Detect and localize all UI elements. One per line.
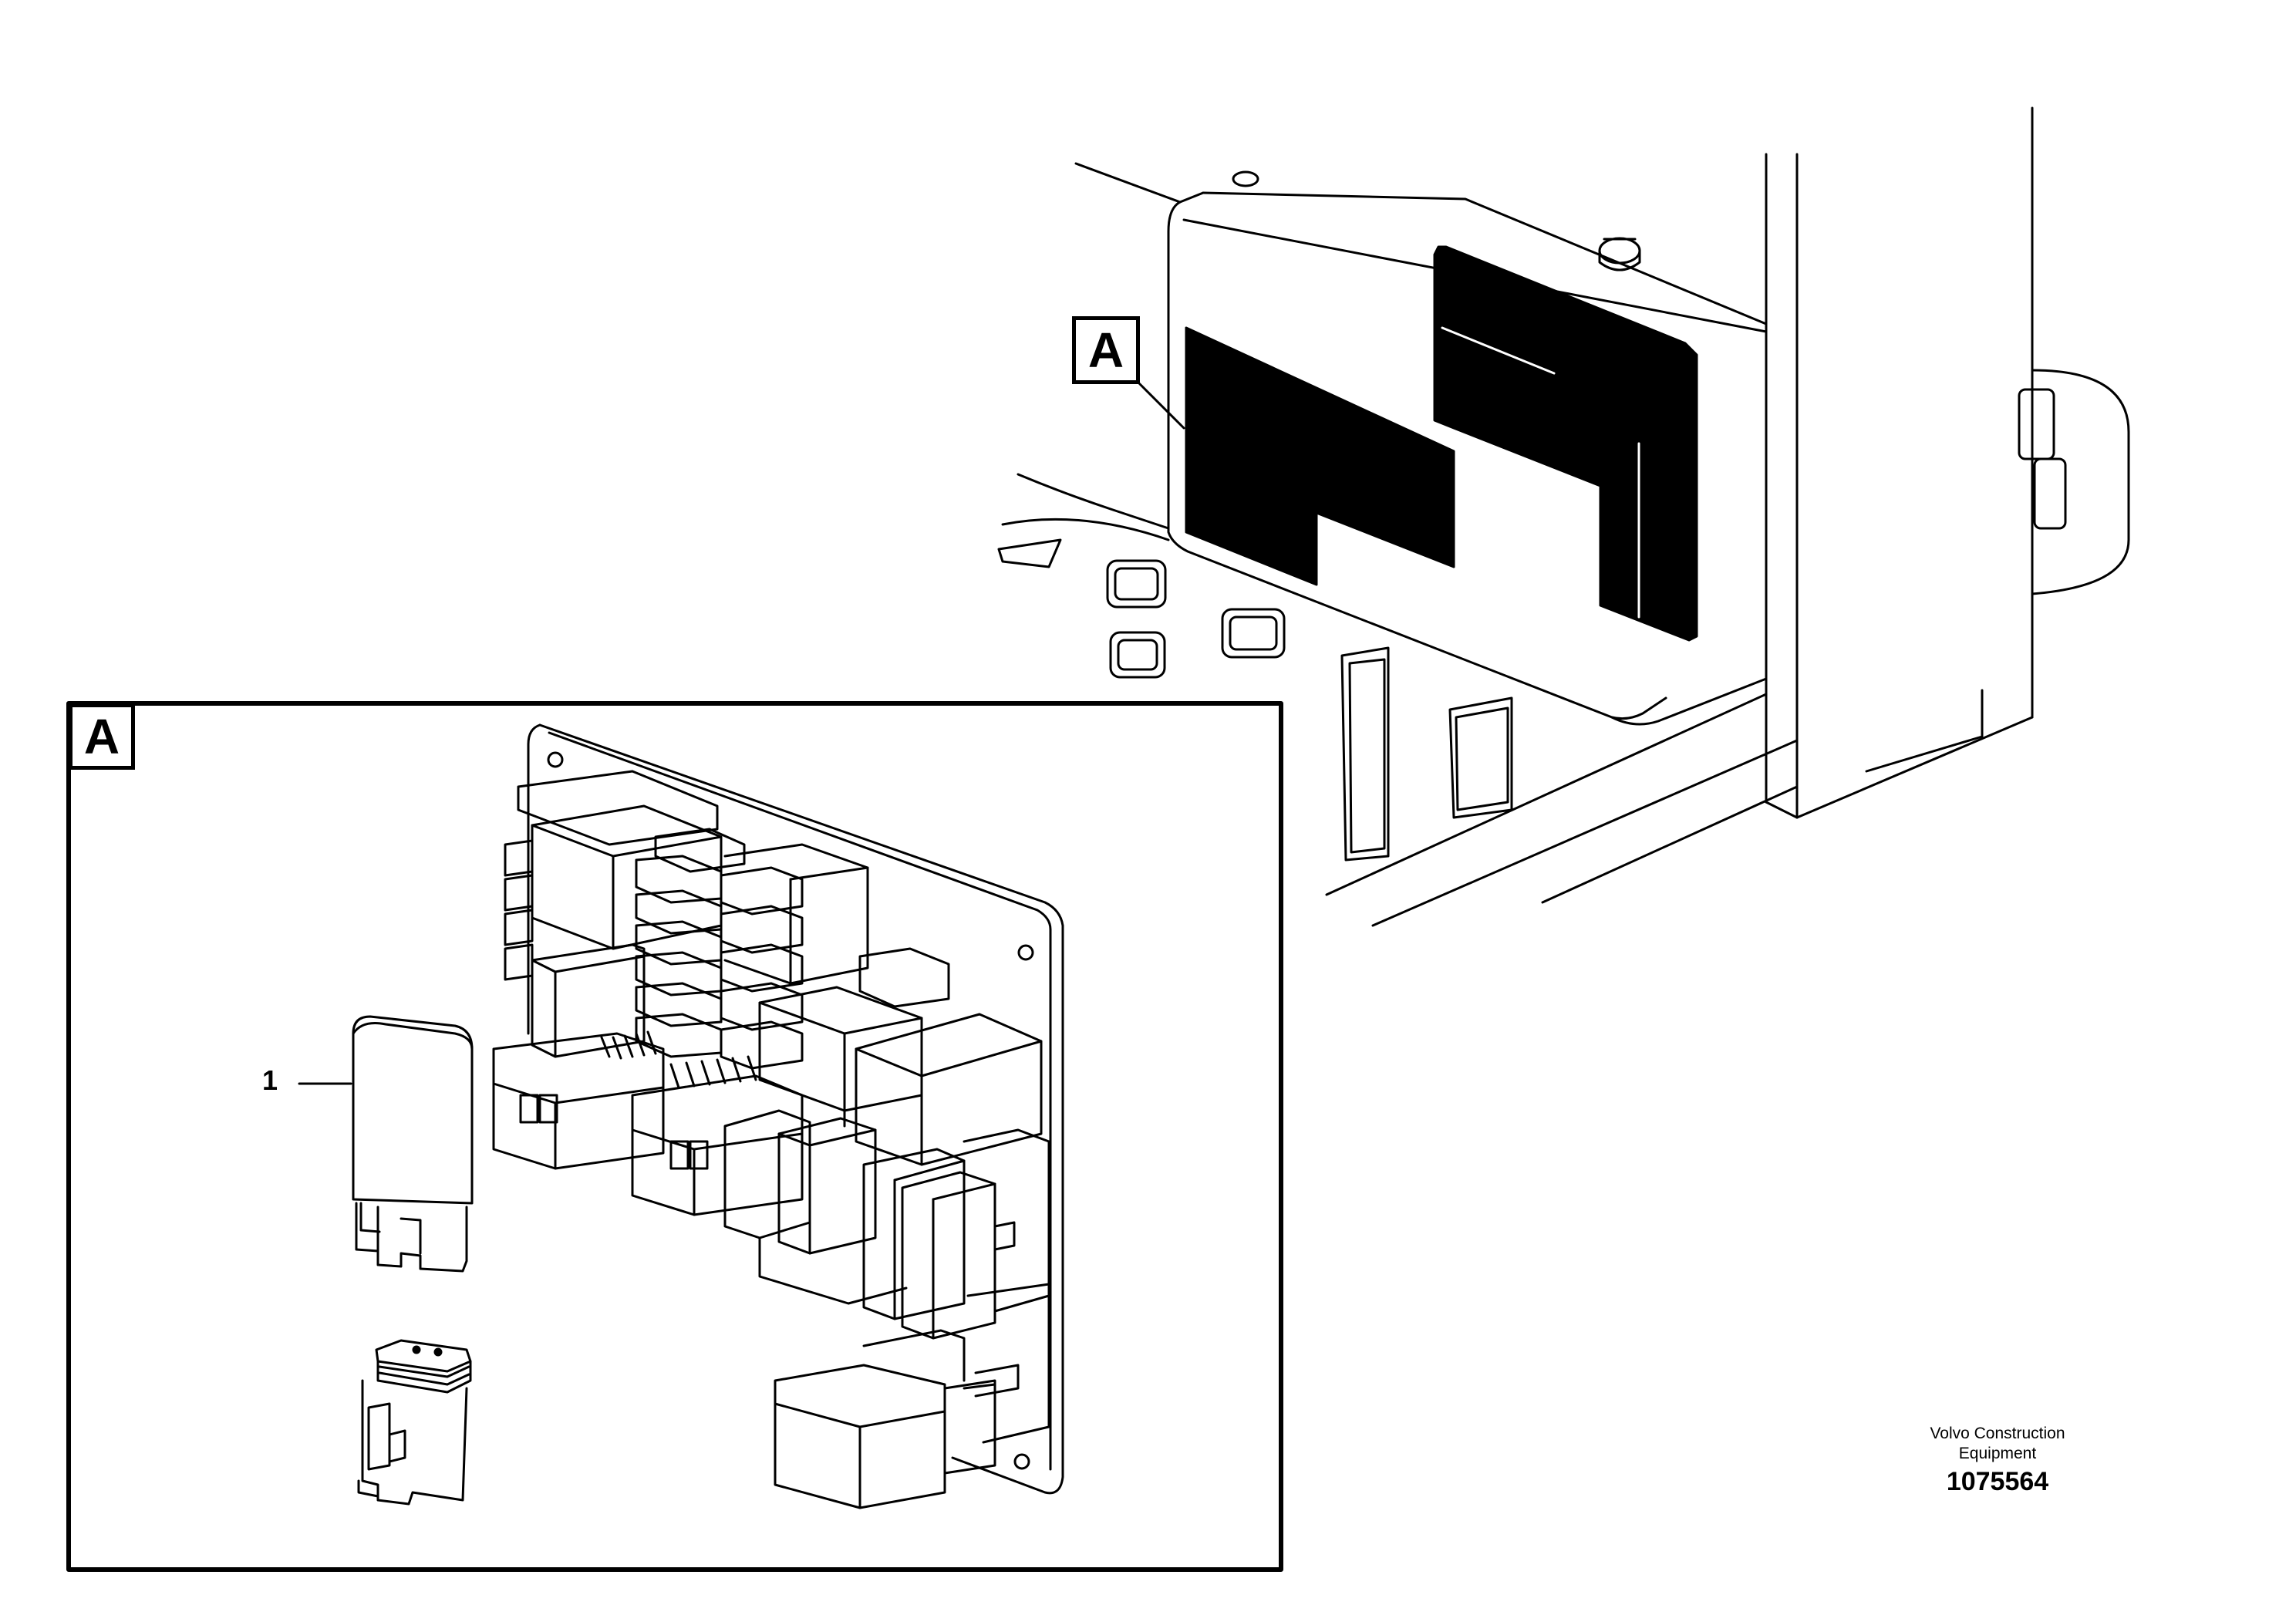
- callout-a-main: A: [1072, 316, 1140, 384]
- black-panel-left: [1185, 326, 1455, 586]
- black-panel-right: [1433, 245, 1698, 642]
- brand-caption: Volvo Construction Equipment: [1866, 1424, 2129, 1464]
- item-1-plug: [298, 1015, 474, 1506]
- relay-board: [492, 723, 1064, 1509]
- callout-a-detail: A: [69, 703, 135, 770]
- machine-body: [997, 106, 2130, 927]
- detail-frame: [66, 701, 1283, 1572]
- figure-number: 1075564: [1946, 1467, 2049, 1496]
- brand-line-1: Volvo Construction: [1930, 1425, 2065, 1442]
- brand-line-2: Equipment: [1958, 1445, 2037, 1462]
- item-number-1: 1: [262, 1064, 278, 1096]
